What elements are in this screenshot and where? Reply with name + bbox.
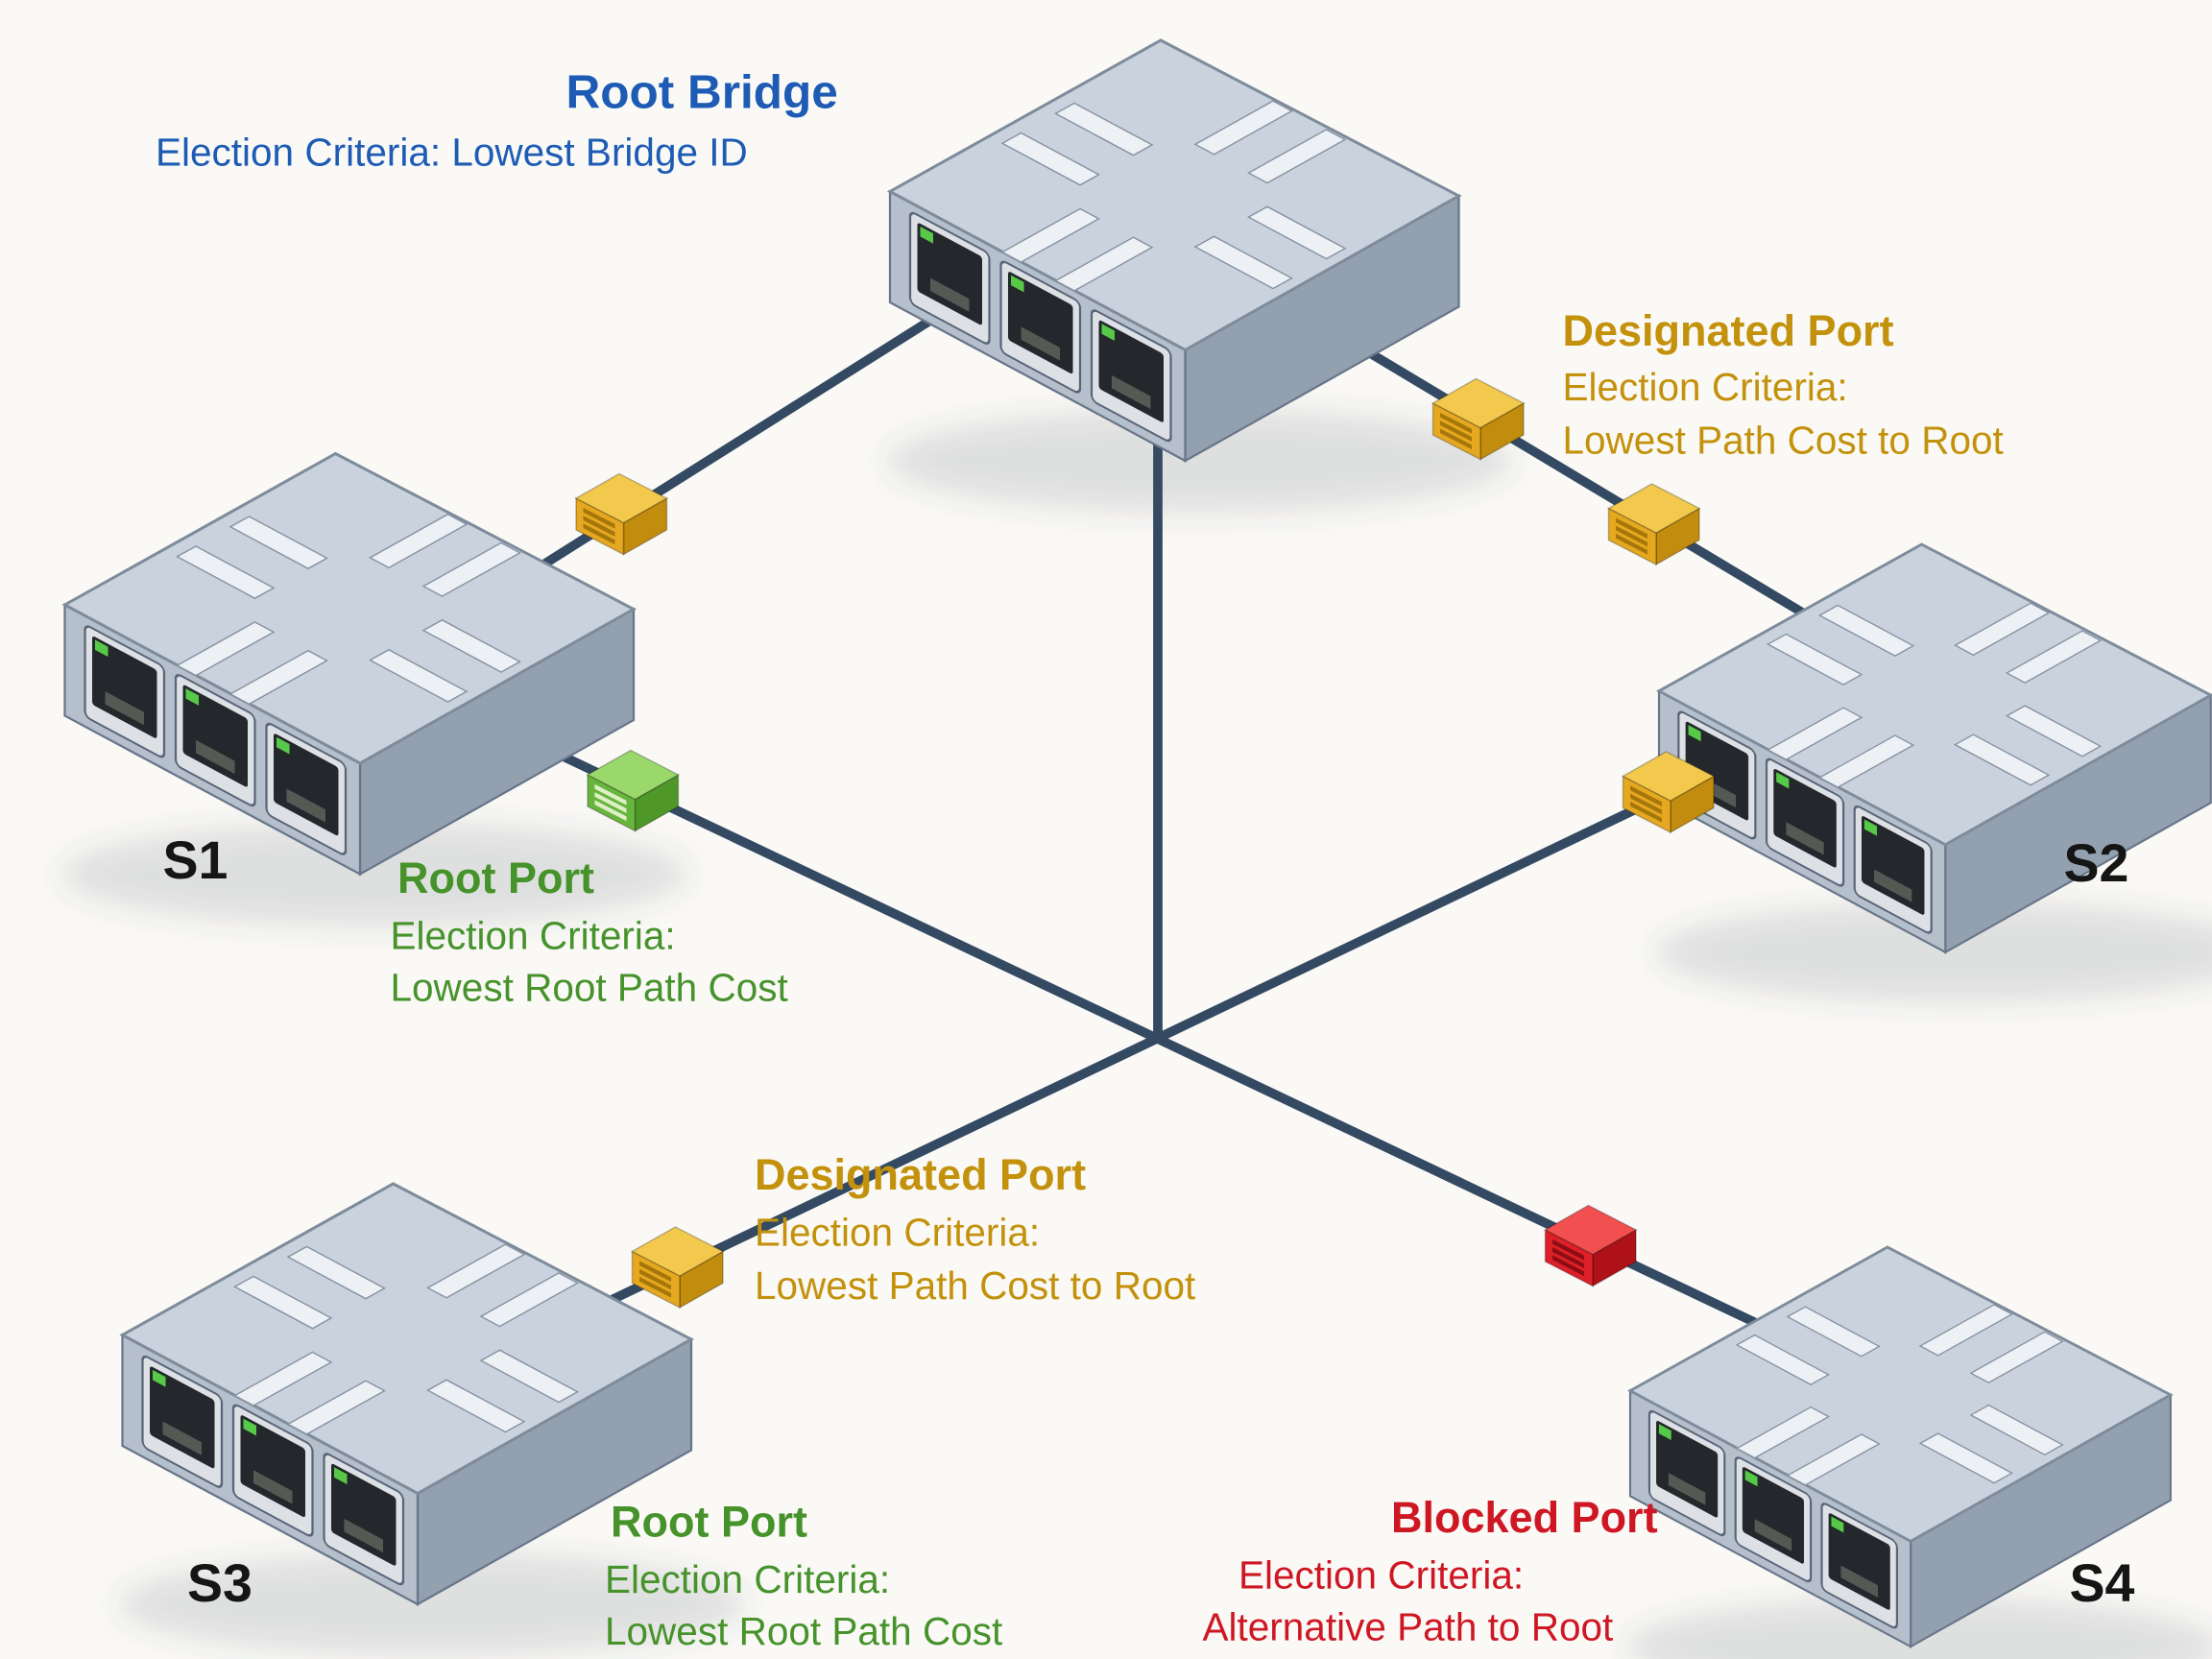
root-bridge-title: Root Bridge (565, 64, 838, 118)
root-port-marker-s1 (587, 749, 680, 832)
designated-port-mid-line1: Election Criteria: (755, 1211, 1041, 1255)
root-port-s3-title: Root Port (611, 1499, 807, 1548)
blocked-port-line1: Election Criteria: (1238, 1553, 1525, 1598)
switch-root-bridge (886, 40, 1514, 513)
root-port-s3-line2: Lowest Root Path Cost (605, 1610, 1003, 1653)
switch-label-s2: S2 (2063, 833, 2129, 893)
blocked-port-title: Blocked Port (1391, 1495, 1658, 1543)
blocked-port-line2: Alternative Path to Root (1202, 1605, 1614, 1649)
designated-port-marker-s3 (631, 1226, 724, 1309)
designated-port-top-title: Designated Port (1562, 308, 1894, 356)
switch-label-s4: S4 (2069, 1553, 2135, 1613)
switch-label-s3: S3 (187, 1553, 252, 1613)
blocked-port-marker-s4 (1544, 1204, 1637, 1287)
switch-s2 (1655, 544, 2212, 1002)
root-bridge-criteria: Election Criteria: Lowest Bridge ID (156, 131, 748, 175)
root-port-s3-line1: Election Criteria: (605, 1558, 891, 1601)
switch-label-s1: S1 (162, 830, 228, 890)
link-root-to-s2 (1364, 348, 1807, 617)
designated-port-mid-line2: Lowest Path Cost to Root (755, 1264, 1196, 1308)
designated-port-mid-title: Designated Port (755, 1152, 1087, 1200)
root-port-s1-line1: Election Criteria: (390, 914, 676, 958)
root-port-s1-line2: Lowest Root Path Cost (390, 966, 788, 1010)
designated-port-marker-root-s2-b (1607, 483, 1700, 565)
designated-port-top-line1: Election Criteria: (1562, 366, 1848, 409)
designated-port-top-line2: Lowest Path Cost to Root (1562, 419, 2004, 463)
link-s2-to-s3 (609, 750, 1755, 1304)
designated-port-marker-root-s1 (575, 472, 668, 556)
root-port-s1-title: Root Port (397, 855, 594, 903)
